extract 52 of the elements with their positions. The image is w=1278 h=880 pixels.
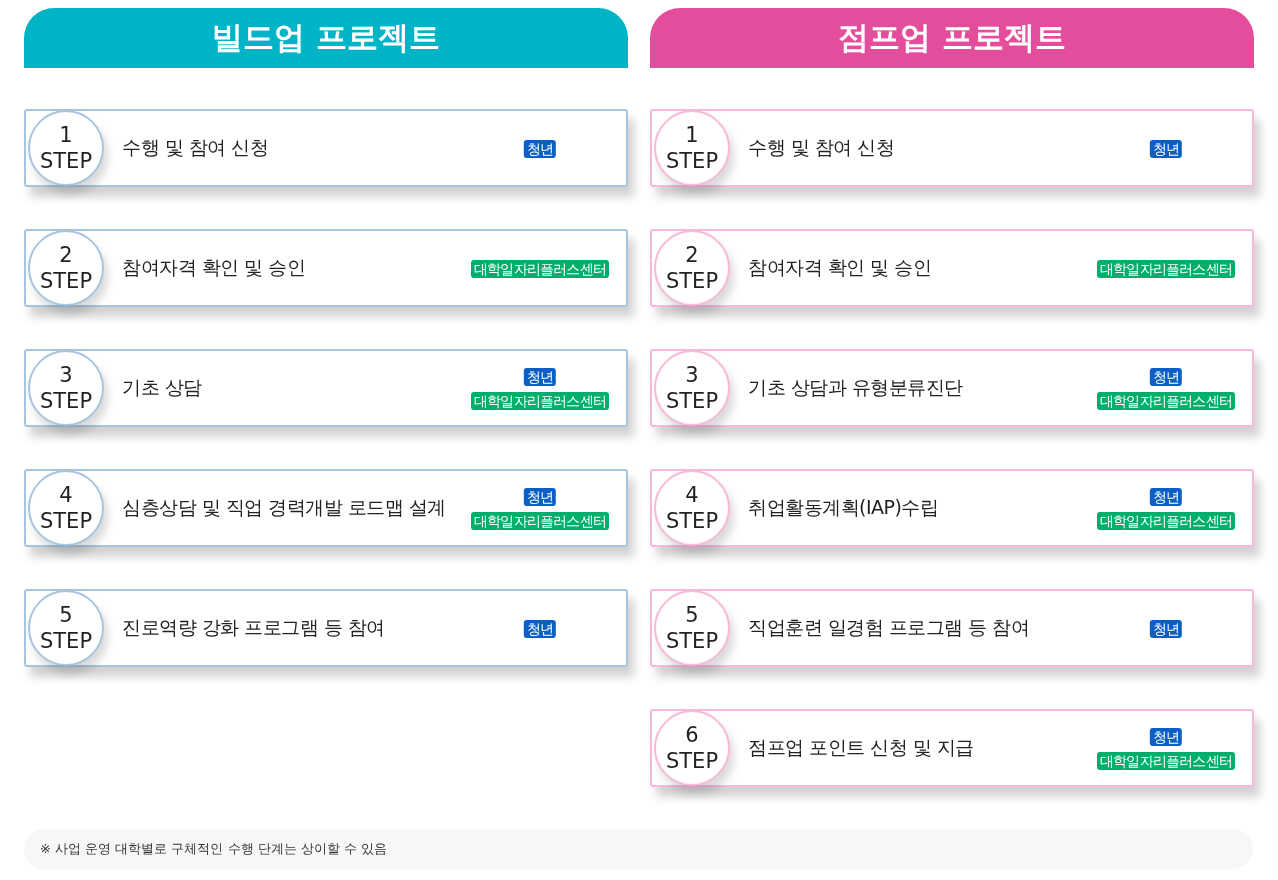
target-badge: 청년: [1149, 368, 1183, 386]
step-card: [24, 109, 628, 187]
target-badge: 청년: [1149, 140, 1183, 158]
step-card: [24, 229, 628, 307]
step-title: 진로역량 강화 프로그램 등 참여: [122, 615, 385, 640]
step-card: [650, 109, 1254, 187]
step-title: 수행 및 참여 신청: [748, 135, 895, 160]
target-badge: 청년: [523, 140, 557, 158]
step-title: 심층상담 및 직업 경력개발 로드맵 설계: [122, 495, 446, 520]
step-title: 참여자격 확인 및 승인: [748, 255, 932, 280]
step-circle: 3 STEP: [28, 350, 104, 426]
step-card: [24, 589, 628, 667]
center-badge: 대학일자리플러스센터: [471, 512, 609, 530]
target-badge: 청년: [1149, 620, 1183, 638]
step-card: [24, 349, 628, 427]
step-circle: 5 STEP: [654, 590, 730, 666]
step-circle: 6 STEP: [654, 710, 730, 786]
step-card: [650, 709, 1254, 787]
header-band: 점프업 프로젝트: [650, 8, 1254, 68]
center-badge: 대학일자리플러스센터: [471, 392, 609, 410]
step-title: 점프업 포인트 신청 및 지급: [748, 735, 974, 760]
step-title: 수행 및 참여 신청: [122, 135, 269, 160]
step-circle: 5 STEP: [28, 590, 104, 666]
step-card: [650, 589, 1254, 667]
step-circle: 4 STEP: [654, 470, 730, 546]
center-badge: 대학일자리플러스센터: [1097, 260, 1235, 278]
center-badge: 대학일자리플러스센터: [1097, 752, 1235, 770]
step-title: 참여자격 확인 및 승인: [122, 255, 306, 280]
center-badge: 대학일자리플러스센터: [471, 260, 609, 278]
step-circle: 1 STEP: [654, 110, 730, 186]
note-bar: ※ 사업 운영 대학별로 구체적인 수행 단계는 상이할 수 있음: [24, 829, 1253, 869]
step-card: [24, 469, 628, 547]
step-circle: 4 STEP: [28, 470, 104, 546]
target-badge: 청년: [1149, 488, 1183, 506]
center-badge: 대학일자리플러스센터: [1097, 392, 1235, 410]
step-title: 취업활동계획(IAP)수립: [748, 495, 939, 520]
step-title: 기초 상담: [122, 375, 202, 400]
target-badge: 청년: [523, 488, 557, 506]
target-badge: 청년: [1149, 728, 1183, 746]
step-title: 직업훈련 일경험 프로그램 등 참여: [748, 615, 1030, 640]
target-badge: 청년: [523, 620, 557, 638]
step-title: 기초 상담과 유형분류진단: [748, 375, 963, 400]
step-circle: 2 STEP: [654, 230, 730, 306]
step-circle: 1 STEP: [28, 110, 104, 186]
target-badge: 청년: [523, 368, 557, 386]
center-badge: 대학일자리플러스센터: [1097, 512, 1235, 530]
step-card: [650, 229, 1254, 307]
step-card: [650, 469, 1254, 547]
step-circle: 3 STEP: [654, 350, 730, 426]
header-band: 빌드업 프로젝트: [24, 8, 628, 68]
step-card: [650, 349, 1254, 427]
step-circle: 2 STEP: [28, 230, 104, 306]
